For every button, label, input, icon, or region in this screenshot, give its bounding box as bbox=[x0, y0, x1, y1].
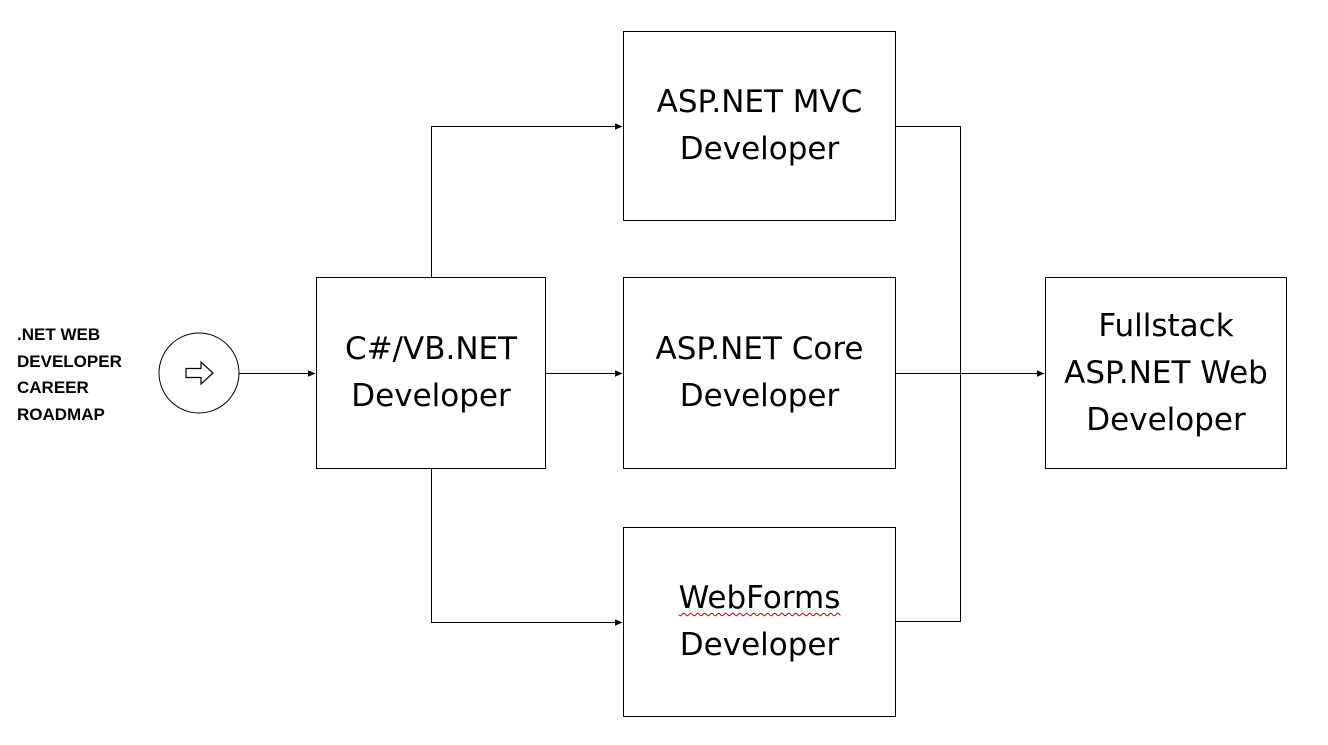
edge-csharp-to-mvc bbox=[431, 123, 623, 277]
node-webforms-line-2: Developer bbox=[679, 627, 840, 663]
node-aspnet-mvc-developer: ASP.NET MVC Developer bbox=[623, 31, 896, 221]
node-mvc-line-2: Developer bbox=[679, 131, 840, 167]
node-mvc-line-1: ASP.NET MVC bbox=[656, 84, 863, 120]
right-arrow-outline-icon bbox=[185, 360, 214, 386]
roadmap-title-line-4: ROADMAP bbox=[17, 404, 105, 424]
edge-csharp-to-webforms bbox=[431, 469, 623, 626]
node-webforms-developer: WebForms Developer bbox=[623, 527, 896, 717]
edge-webforms-to-fullstack bbox=[896, 373, 961, 622]
node-fullstack-line-2: ASP.NET Web bbox=[1064, 354, 1268, 391]
node-csharp-line-2: Developer bbox=[351, 378, 511, 414]
roadmap-title-line-3: CAREER bbox=[17, 378, 89, 397]
node-fullstack-line-1: Fullstack bbox=[1098, 307, 1234, 344]
node-fullstack-aspnet-web-developer: Fullstack ASP.NET Web Developer bbox=[1045, 277, 1287, 469]
node-fullstack-line-3: Developer bbox=[1086, 401, 1246, 438]
node-webforms-line-1: WebForms bbox=[678, 580, 841, 616]
roadmap-title-line-2: DEVELOPER bbox=[17, 351, 122, 371]
roadmap-title-line-1: .NET WEB bbox=[17, 325, 101, 344]
node-aspnet-core-developer: ASP.NET Core Developer bbox=[623, 277, 896, 469]
edge-mvc-to-fullstack bbox=[896, 126, 961, 374]
node-csharp-line-1: C#/VB.NET bbox=[344, 331, 518, 367]
node-core-line-1: ASP.NET Core bbox=[655, 331, 864, 367]
roadmap-title: .NET WEB DEVELOPER CAREER ROADMAP bbox=[17, 322, 147, 428]
start-node bbox=[158, 332, 240, 414]
node-csharp-vbnet-developer: C#/VB.NET Developer bbox=[316, 277, 546, 469]
node-core-line-2: Developer bbox=[679, 378, 840, 414]
